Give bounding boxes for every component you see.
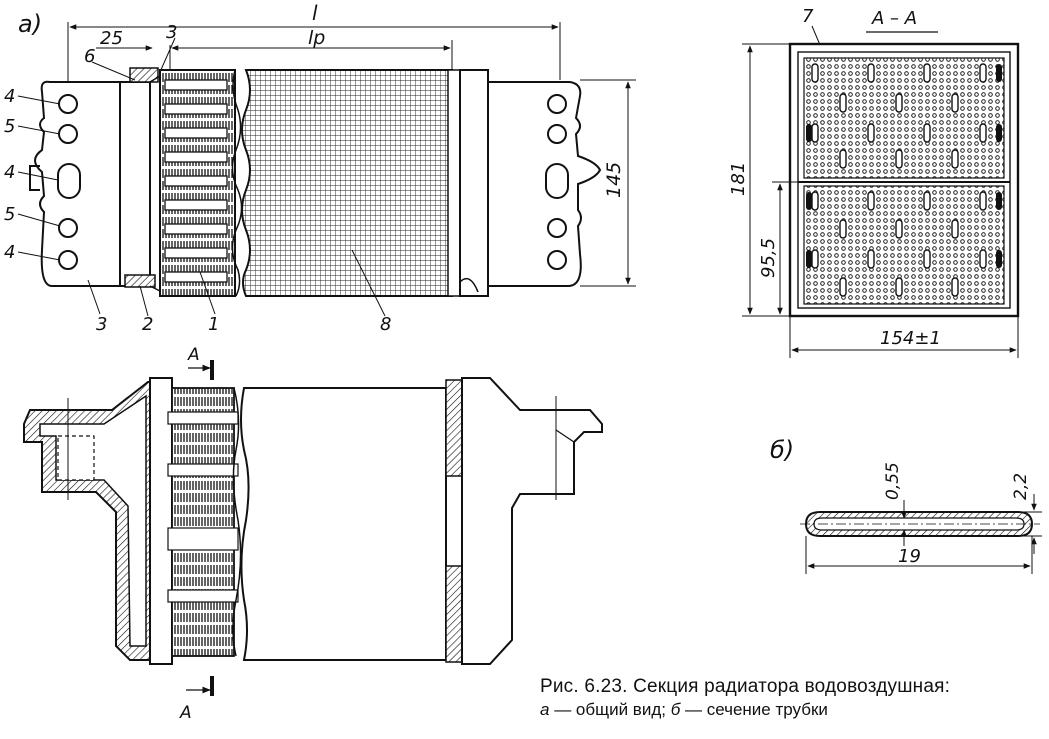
panel-label-a: а) (18, 10, 42, 38)
callout-3-top: 3 (166, 22, 177, 43)
section-tube-grid-top (803, 57, 1005, 179)
callout-1: 1 (208, 314, 219, 335)
caption-b-key: б (670, 700, 681, 719)
caption-b-text: — сечение трубки (680, 700, 828, 719)
mesh-core (241, 69, 453, 297)
section-a-a: 7 А – А (728, 6, 1020, 358)
right-tank-outline (461, 377, 603, 665)
dim-offset-label: 25 (100, 28, 123, 49)
callout-5-top: 5 (4, 116, 15, 137)
tube-cross-section: б) 0,55 2,2 19 (770, 436, 1042, 574)
dim-section-half-label: 95,5 (758, 238, 779, 278)
callout-7: 7 (802, 6, 814, 27)
callout-8: 8 (380, 314, 391, 335)
figure-caption: Рис. 6.23. Секция радиатора водовоздушна… (540, 676, 1045, 720)
general-view: а) l lр 25 (4, 1, 636, 335)
section-tube-grid-bottom (803, 185, 1005, 305)
tube-ends (164, 79, 228, 283)
panel-label-b: б) (770, 436, 794, 464)
dim-height-right-label: 145 (603, 162, 625, 198)
callout-4-bottom: 4 (4, 242, 15, 263)
callout-6: 6 (84, 46, 95, 67)
section-title: А – А (871, 8, 917, 29)
dim-section-width-label: 154±1 (880, 328, 941, 349)
dim-tube-width-label: 19 (898, 546, 921, 567)
left-bolt-holes (57, 94, 81, 270)
side-view: А А (23, 345, 603, 723)
caption-legend: а — общий вид; б — сечение трубки (540, 700, 1045, 720)
caption-a-text: — общий вид; (549, 700, 671, 719)
callout-4-middle: 4 (4, 162, 15, 183)
dim-working-length-label: lр (308, 27, 325, 49)
dim-section-height-label: 181 (728, 162, 749, 196)
callout-2: 2 (142, 314, 153, 335)
dim-tube-thickness-label: 2,2 (1011, 473, 1031, 500)
section-marker-bottom: А (179, 703, 192, 723)
section-marker-top: А (187, 345, 200, 365)
dim-tube-wall-label: 0,55 (883, 462, 903, 500)
callout-4-top: 4 (4, 86, 15, 107)
caption-title: Рис. 6.23. Секция радиатора водовоздушна… (540, 676, 951, 697)
right-flange (487, 81, 602, 287)
dim-overall-length-label: l (312, 1, 318, 25)
right-bolt-holes (545, 94, 569, 270)
callout-3-bottom: 3 (96, 314, 107, 335)
callouts (17, 37, 386, 317)
caption-a-key: а (540, 700, 550, 719)
callout-5-bottom: 5 (4, 204, 15, 225)
